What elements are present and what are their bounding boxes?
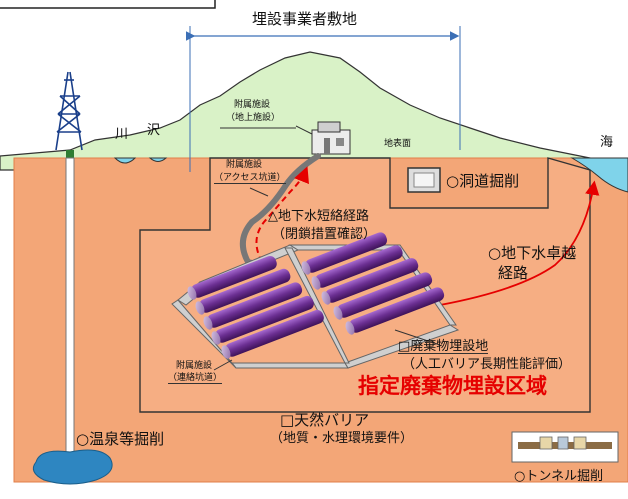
site-title: 埋設事業者敷地 <box>252 10 358 28</box>
cave-icon-inner <box>413 172 435 188</box>
label-gw-short-1: △地下水短絡経路 <box>268 209 369 224</box>
frame-edge <box>0 0 216 9</box>
above-ground-facility <box>311 121 351 155</box>
hill-terrain <box>0 51 601 171</box>
label-designated-area: 指定廃棄物埋設区域 <box>358 374 547 398</box>
label-gw-preferential-1: ○地下水卓越 <box>488 244 577 262</box>
wellhead <box>66 150 74 160</box>
label-ground-surface: 地表面 <box>384 139 412 149</box>
label-cave-excavation: ○洞道掘削 <box>446 172 520 190</box>
label-access-shaft-2: （アクセス坑道） <box>214 173 286 184</box>
label-facility-above-1: 附属施設 <box>234 100 271 110</box>
label-river-sawa: 沢 <box>147 123 161 138</box>
label-natural-barrier-sub: （地質・水理環境要件） <box>270 431 414 446</box>
hot-spring-pool <box>32 449 113 485</box>
well-pipe <box>65 157 75 459</box>
label-connecting-tunnel-2: （連絡坑道） <box>168 373 223 384</box>
label-access-shaft-1: 附属施設 <box>226 160 263 170</box>
label-waste-site-sub: （人工バリア長期性能評価） <box>402 357 572 372</box>
gw-preferential-arrow <box>439 180 600 306</box>
label-connecting-tunnel-1: 附属施設 <box>176 361 213 371</box>
label-gw-short-2: （閉鎖措置確認） <box>272 227 377 242</box>
gw-short-circuit-arrow <box>255 166 309 263</box>
leader-access-shaft <box>249 187 269 197</box>
leader-connecting-tunnel <box>213 359 233 371</box>
label-tunnel-excavation: ○トンネル掘削 <box>514 469 604 484</box>
river-notch <box>113 157 137 164</box>
label-waste-site: □廃棄物埋設地 <box>398 339 489 354</box>
label-natural-barrier: □天然バリア <box>280 411 370 429</box>
waste-tubes-left <box>187 255 324 359</box>
label-hot-spring: ○温泉等掘削 <box>76 430 165 448</box>
label-facility-above-2: （地上施設） <box>226 113 281 123</box>
sea <box>570 157 628 193</box>
drilling-rig <box>55 71 83 151</box>
leader-facility <box>295 125 313 135</box>
label-gw-preferential-2: 経路 <box>498 264 529 282</box>
waste-tubes-right <box>301 232 445 335</box>
leader-waste-site <box>394 329 441 346</box>
stream-notch <box>148 157 168 162</box>
label-sea: 海 <box>600 135 614 150</box>
label-river-kawa: 川 <box>115 127 129 142</box>
tunnel-excavation-icon <box>511 431 619 463</box>
